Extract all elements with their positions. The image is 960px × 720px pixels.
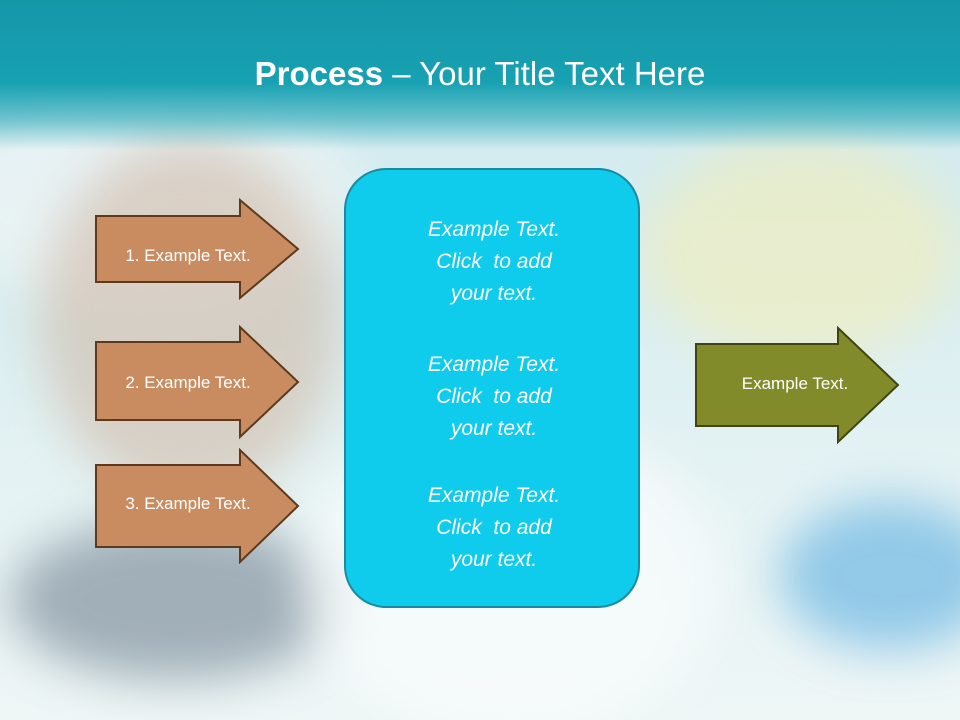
center-text-line: your text. xyxy=(450,548,538,571)
center-text-block-3: Example Text. Click to add your text. xyxy=(346,480,642,576)
step-label-2: 2. Example Text. xyxy=(125,373,251,392)
title-rest: – Your Title Text Here xyxy=(383,55,706,92)
background-person-shape xyxy=(40,140,340,500)
title-bold: Process xyxy=(254,55,384,92)
header-band xyxy=(0,0,960,150)
output-arrow[interactable] xyxy=(694,326,900,444)
center-text-line: Click to add xyxy=(436,385,552,408)
output-arrow-label: Example Text. xyxy=(741,374,849,393)
step-label-1: 1. Example Text. xyxy=(125,246,251,265)
center-text-box[interactable]: Example Text. Click to add your text. Ex… xyxy=(344,168,640,608)
center-text-line: your text. xyxy=(450,282,538,305)
step-arrow-1[interactable] xyxy=(94,198,300,300)
center-text-block-2: Example Text. Click to add your text. xyxy=(346,349,642,445)
center-text-line: Click to add xyxy=(436,516,552,539)
slide-title[interactable]: Process – Your Title Text Here xyxy=(0,52,960,96)
center-text-line: Example Text. xyxy=(427,353,561,376)
step-label-3: 3. Example Text. xyxy=(125,494,251,513)
center-text-line: Example Text. xyxy=(427,484,561,507)
background-sunlight-shape xyxy=(640,140,960,360)
center-text-line: your text. xyxy=(450,417,538,440)
center-text-line: Click to add xyxy=(436,250,552,273)
background-blue-shape xyxy=(780,500,960,650)
center-text-block-1: Example Text. Click to add your text. xyxy=(346,214,642,310)
center-text-line: Example Text. xyxy=(427,218,561,241)
step-arrow-2[interactable] xyxy=(94,325,300,439)
step-arrow-3[interactable] xyxy=(94,448,300,564)
